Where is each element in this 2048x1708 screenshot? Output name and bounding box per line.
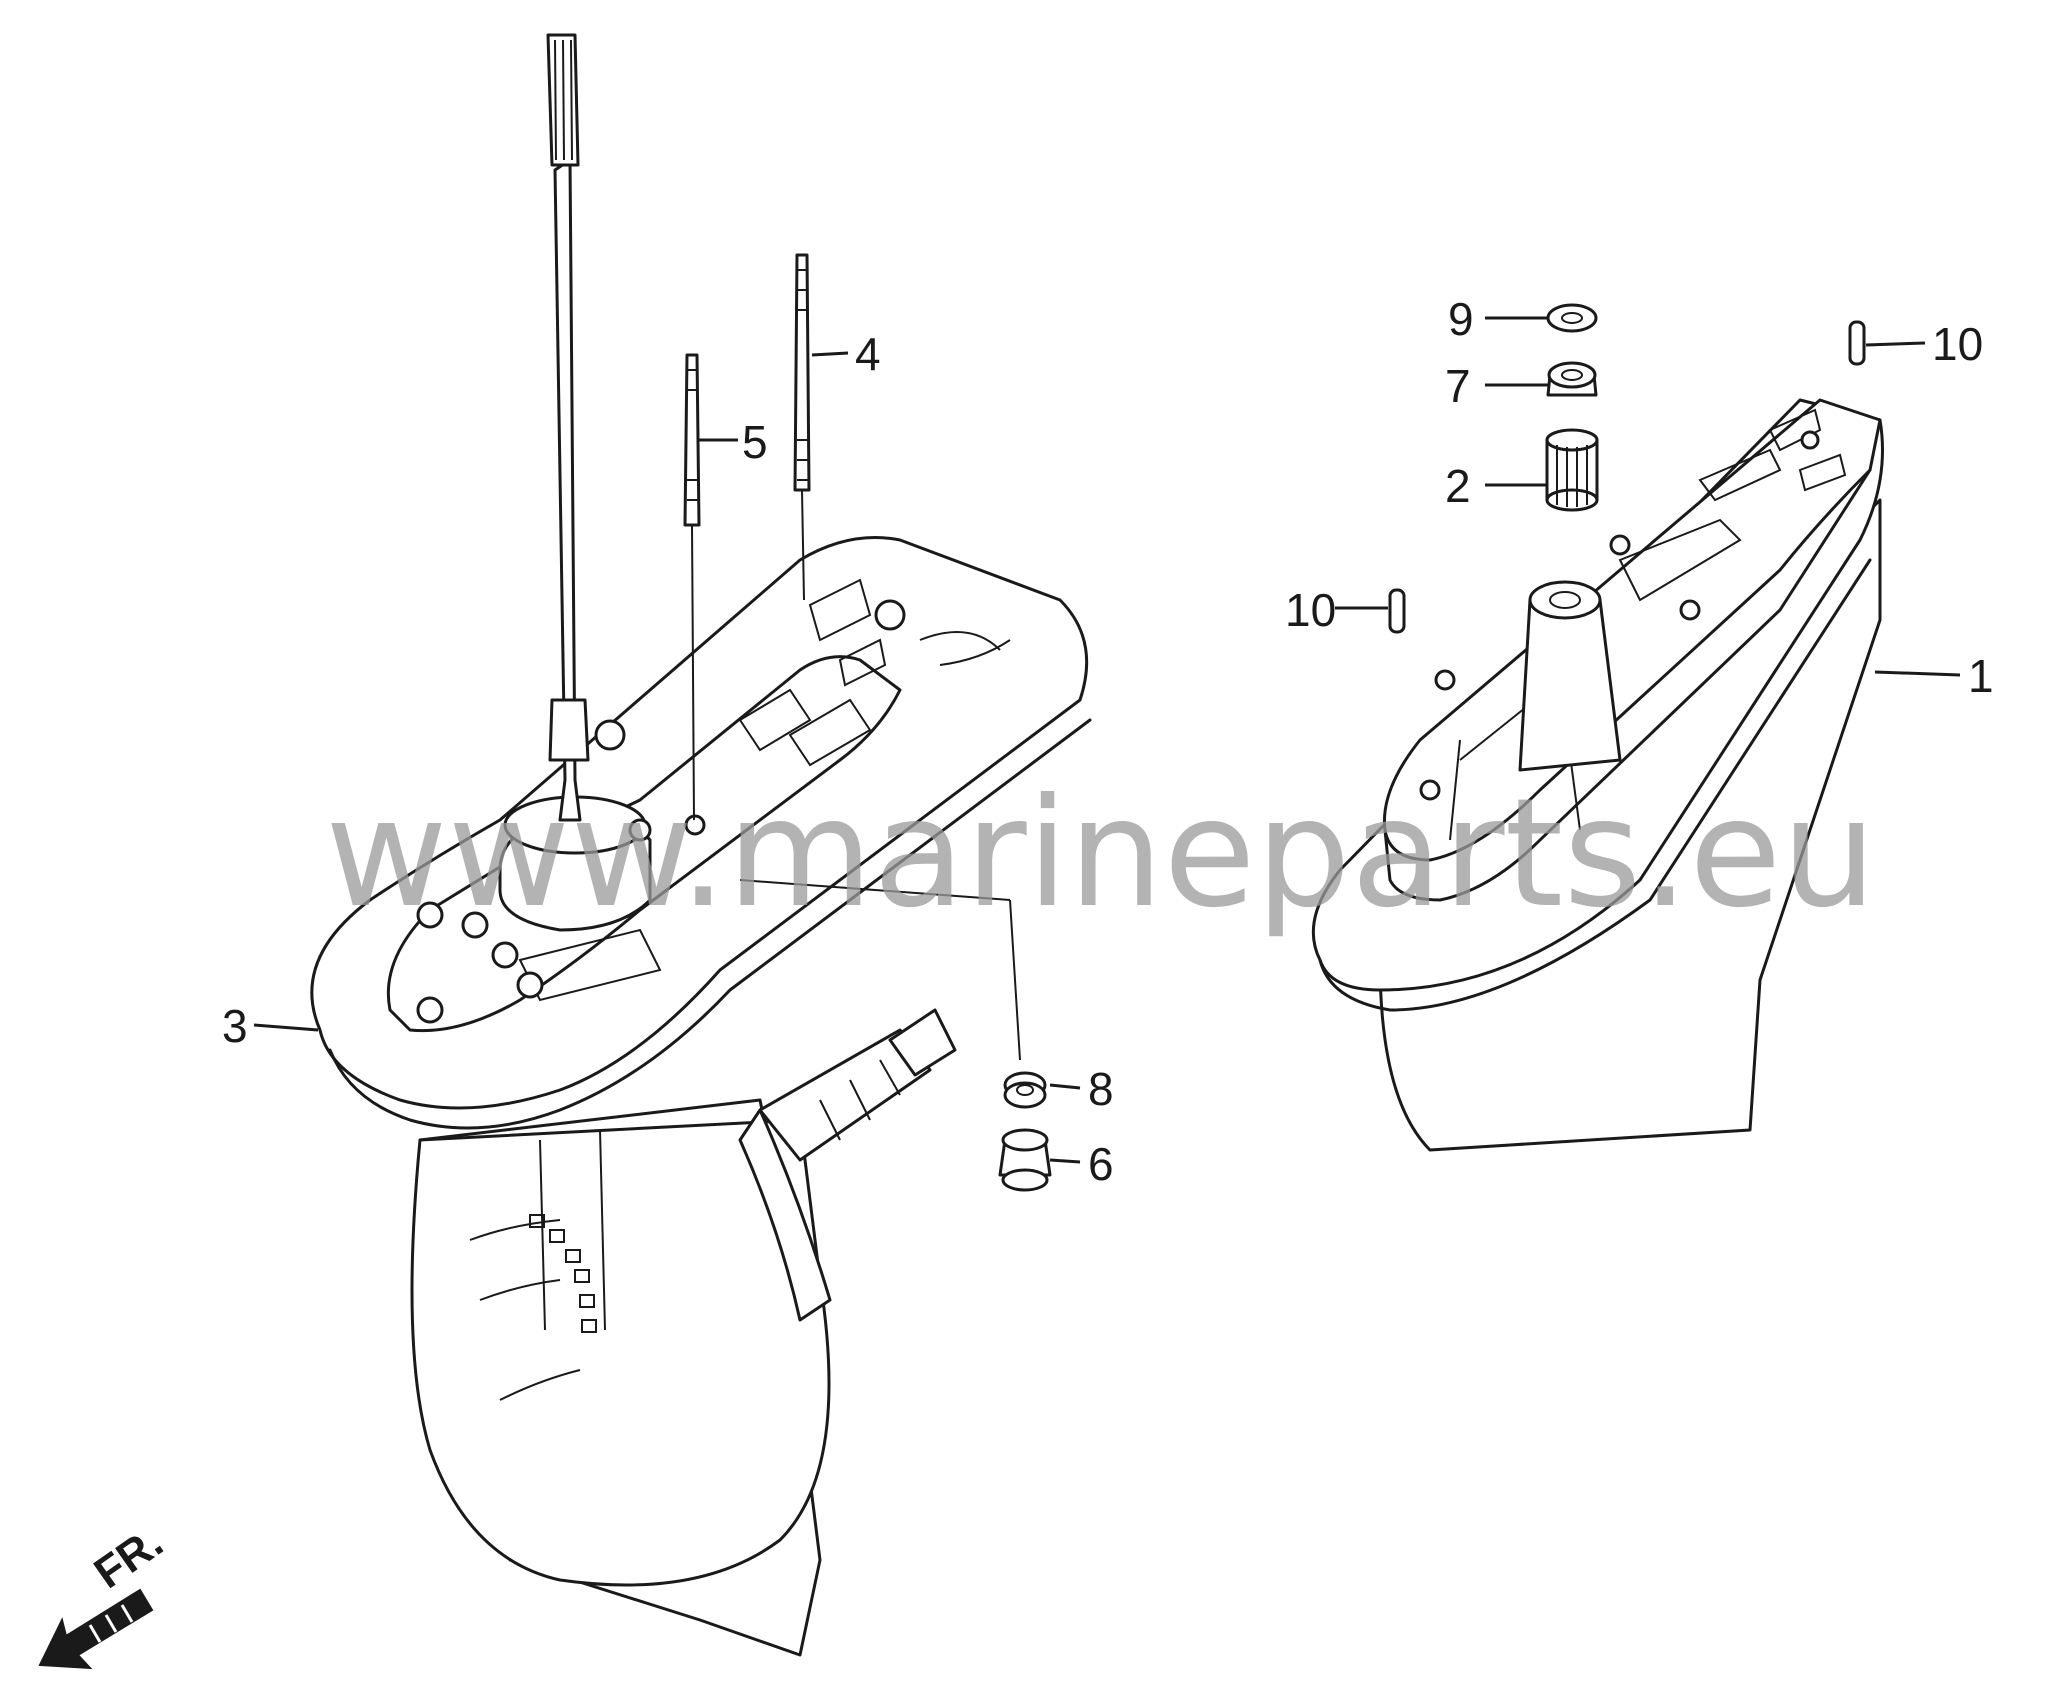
deck-inner-flange — [386, 655, 902, 1033]
stud-5 — [683, 353, 701, 821]
extension-case — [1311, 398, 1884, 1152]
propeller-shaft — [738, 1008, 957, 1322]
gear-case-torpedo — [410, 1118, 831, 1587]
callout-3: 3 — [222, 1000, 248, 1052]
needle-bearing-2 — [1545, 428, 1599, 512]
callout-7: 7 — [1445, 360, 1471, 412]
callout-8: 8 — [1088, 1063, 1114, 1115]
extension-case-boss — [1518, 580, 1622, 772]
seal-7 — [1546, 361, 1598, 397]
dowel-pin-10-left — [1388, 588, 1406, 634]
clip-9 — [1546, 303, 1598, 333]
front-direction-label: FR. — [86, 1517, 172, 1598]
leader-lines — [253, 316, 1961, 1164]
stud-4 — [793, 253, 811, 601]
callout-4: 4 — [855, 328, 881, 380]
callout-labels: 1 2 3 4 5 6 7 8 9 10 10 — [222, 293, 1994, 1190]
extension-case-bolts — [1419, 430, 1820, 801]
callout-9: 9 — [1448, 293, 1474, 345]
nut-6 — [998, 1128, 1052, 1192]
callout-2: 2 — [1445, 460, 1471, 512]
deck-pockets — [738, 578, 1011, 767]
washer-8 — [1003, 1071, 1047, 1109]
water-pump-housing — [498, 795, 662, 1002]
front-direction-indicator: FR. — [38, 1517, 172, 1670]
callout-5: 5 — [742, 416, 768, 468]
drive-shaft — [546, 33, 590, 822]
callout-6: 6 — [1088, 1138, 1114, 1190]
front-arrow-icon — [38, 1588, 154, 1670]
callout-10-left: 10 — [1285, 584, 1336, 636]
gear-case-assembly — [310, 33, 1092, 1657]
deck-bolts — [416, 599, 906, 1024]
callout-1: 1 — [1968, 650, 1994, 702]
dowel-pin-10-right — [1848, 320, 1866, 366]
extension-case-top — [1382, 398, 1882, 862]
watermark-text: www.marineparts.eu — [325, 767, 1877, 941]
water-intake-vents — [529, 1214, 597, 1333]
callout-10-right: 10 — [1932, 318, 1983, 370]
